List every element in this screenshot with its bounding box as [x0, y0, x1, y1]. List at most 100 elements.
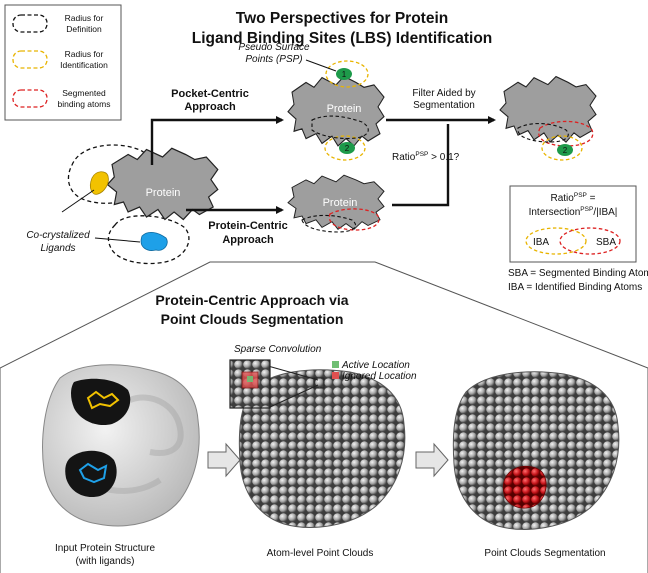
flow-arrows — [150, 116, 496, 214]
co-crystalized-line-2: Ligands — [40, 243, 75, 254]
section2-line-2: Point Clouds Segmentation — [161, 311, 344, 327]
sparse-conv-target — [313, 377, 325, 389]
result-psp-radius — [541, 135, 583, 161]
sparse-conv-kernel-active — [247, 376, 253, 382]
legend-definition-line-1: Radius for — [65, 13, 104, 23]
protein-pocket-label: Protein — [327, 103, 362, 115]
filter-line-1: Filter Aided by — [412, 88, 475, 99]
ligand-pointer-yellow — [61, 189, 95, 213]
legend-identification-swatch — [12, 50, 48, 69]
segmented-definition — [301, 214, 356, 233]
result-psp-number: 2 — [563, 146, 568, 155]
title-line-1: Two Perspectives for Protein — [236, 10, 448, 27]
bottom-panel-frame — [0, 261, 648, 573]
iba-label: IBA — [533, 237, 549, 248]
filter-line-2: Segmentation — [413, 100, 475, 111]
sparse-conv-connector-1 — [267, 384, 319, 409]
active-location-label: Active Location — [341, 360, 410, 371]
pocket-centric-line-1: Pocket-Centric — [171, 88, 249, 100]
panel-arrow-2 — [415, 442, 449, 478]
ratio-question: RatioPSP > 0.1? — [392, 151, 460, 163]
sparse-conv-connector-2 — [267, 365, 319, 381]
input-ligand-upper — [86, 390, 120, 410]
psp-1-number: 1 — [342, 70, 347, 79]
definition-iba: IBA = Identified Binding Atoms — [508, 282, 642, 293]
co-crystalized-line-1: Co-crystalized — [26, 230, 90, 241]
sparse-conv-label: Sparse Convolution — [234, 344, 322, 355]
ratio-box-line-1: RatioPSP = — [551, 192, 596, 204]
ratio-question-base: Ratio — [392, 152, 416, 163]
psp-1-radius — [325, 60, 369, 88]
definition-sba: SBA = Segmented Binding Atoms — [508, 268, 648, 279]
legend-identification-line-1: Radius for — [65, 49, 104, 59]
caption-input-line-1: Input Protein Structure — [55, 543, 155, 554]
atom-cloud-body — [238, 369, 406, 528]
segmented-point-cloud — [452, 371, 620, 530]
pocket-centric-line-2: Approach — [184, 101, 236, 113]
protein-segmented-label: Protein — [323, 197, 358, 209]
ratio-question-sup: PSP — [415, 151, 428, 158]
sba-label: SBA — [596, 237, 616, 248]
input-ligand-lower — [78, 462, 108, 484]
input-pocket-upper — [71, 378, 131, 426]
ignored-location-label: Ignored Location — [342, 371, 417, 382]
iba-ellipse — [525, 227, 587, 255]
legend: Radius for Definition Radius for Identif… — [4, 4, 122, 121]
legend-segmented-line-1: Segmented — [62, 88, 106, 98]
ignored-location-swatch — [332, 372, 339, 379]
protein-centric-line-1: Protein-Centric — [208, 220, 287, 232]
ratio-question-rest: > 0.1? — [428, 152, 459, 163]
ligand-yellow — [90, 171, 109, 195]
legend-frame — [4, 4, 122, 121]
legend-segmented-swatch — [12, 89, 48, 108]
psp-2-radius — [324, 135, 366, 161]
input-protein-structure — [42, 364, 200, 527]
legend-segmented-line-2: binding atoms — [58, 99, 111, 109]
protein-centric-line-2: Approach — [222, 234, 274, 246]
legend-identification-line-2: Identification — [60, 60, 108, 70]
ratio-box-line-2-rest: /|IBA| — [593, 207, 617, 218]
ratio-box-line-1-sup: PSP — [574, 192, 587, 199]
definition-radius-lower — [107, 215, 190, 265]
protein-segmented: Protein — [287, 174, 385, 233]
protein-result: 2 — [499, 75, 597, 161]
ratio-box-line-2-sup: PSP — [580, 206, 593, 213]
protein-start-label: Protein — [146, 187, 181, 199]
ratio-box-line-2: IntersectionPSP/|IBA| — [529, 206, 618, 218]
active-location-swatch — [332, 361, 339, 368]
psp-2-point — [339, 142, 355, 154]
arrow-merge — [392, 124, 450, 207]
ligand-pointer-blue — [94, 237, 141, 243]
input-pocket-lower — [65, 450, 117, 498]
sba-ellipse — [559, 227, 621, 255]
pseudo-surface-line-1: Pseudo Surface — [238, 42, 310, 53]
ratio-box-line-2-base: Intersection — [529, 207, 581, 218]
title-line-2: Ligand Binding Sites (LBS) Identificatio… — [192, 30, 493, 47]
atom-point-cloud: Sparse Convolution Active Location Ignor… — [229, 344, 417, 528]
protein-start: Protein Co-crystalized Ligands — [26, 144, 219, 265]
caption-input-line-2: (with ligands) — [76, 556, 135, 567]
pseudo-surface-pointer — [305, 59, 337, 72]
ligand-blue — [140, 232, 168, 251]
result-definition — [517, 122, 569, 143]
input-surface-shade-1 — [128, 394, 184, 456]
arrow-pocket-centric — [150, 116, 284, 165]
caption-seg: Point Clouds Segmentation — [484, 548, 605, 559]
section2-line-1: Protein-Centric Approach via — [155, 292, 348, 308]
legend-definition-swatch — [12, 14, 48, 33]
psp-2-number: 2 — [345, 144, 350, 153]
ratio-box: RatioPSP = IntersectionPSP/|IBA| IBA SBA — [509, 185, 637, 263]
protein-result-shape — [499, 75, 597, 143]
protein-pocket: Protein 1 2 Pseudo Surface Points (PSP) — [238, 42, 385, 161]
seg-cloud-body — [452, 371, 620, 530]
result-segmented-radius — [538, 120, 594, 147]
seg-binding-region — [502, 465, 547, 509]
psp-1-point — [336, 68, 352, 80]
segmented-radius — [328, 208, 380, 231]
panel-arrow-1 — [207, 442, 241, 478]
ratio-box-line-1-base: Ratio — [551, 193, 575, 204]
result-psp-point — [557, 144, 573, 156]
ratio-box-frame — [509, 185, 637, 263]
pseudo-surface-line-2: Points (PSP) — [245, 54, 302, 65]
